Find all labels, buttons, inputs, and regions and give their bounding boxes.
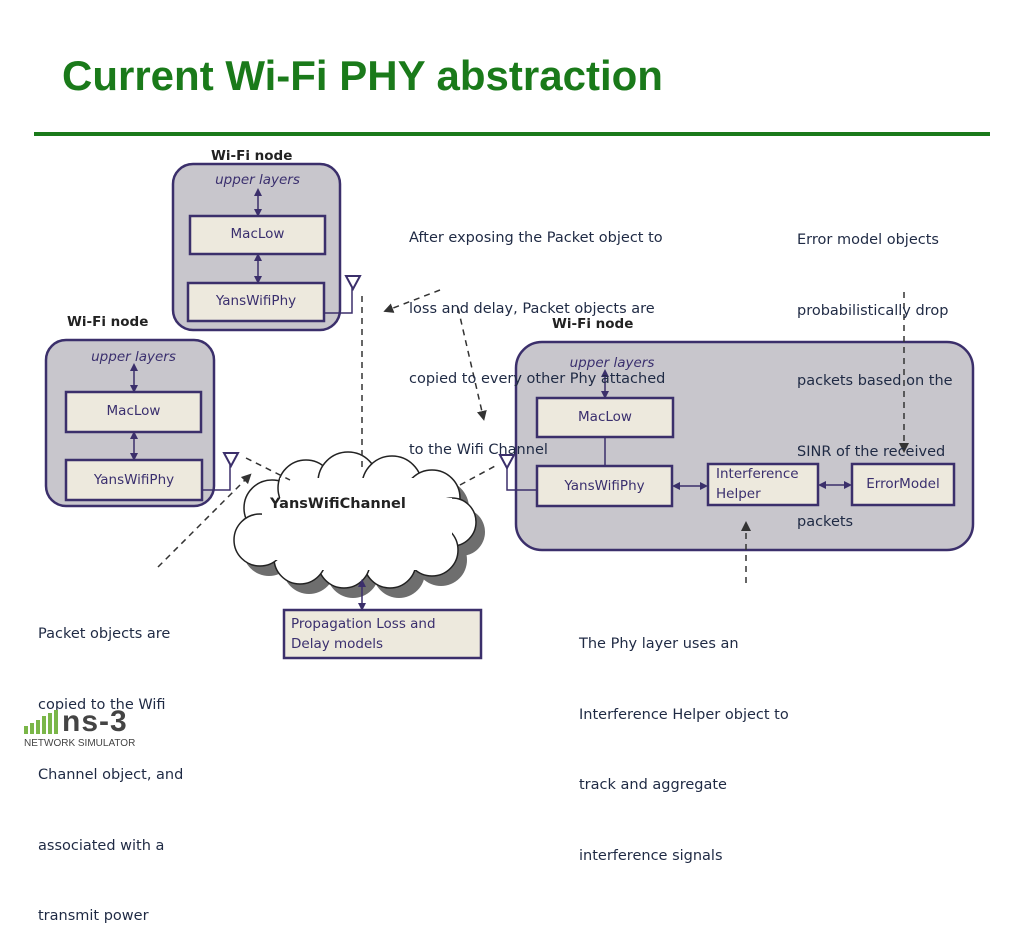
interference-helper: Interference Helper: [716, 464, 799, 504]
node-label-top: Wi-Fi node: [211, 148, 293, 164]
maclow-top: MacLow: [230, 226, 285, 242]
note-line: Error model objects: [797, 232, 939, 248]
dashed-connectors: [157, 289, 909, 583]
note-line: After exposing the Packet object to: [409, 230, 663, 246]
slide-title: Current Wi-Fi PHY abstraction: [62, 52, 663, 99]
note-line: to the Wifi Channel: [409, 441, 548, 458]
upper-layers-right: upper layers: [569, 355, 655, 371]
interference-helper-line1: Interference: [716, 466, 799, 482]
propagation-box: [282, 579, 483, 660]
note-line: Interference Helper object to: [579, 706, 789, 723]
note-interference: The Phy layer uses an Interference Helpe…: [579, 586, 789, 892]
channel-cloud: [233, 451, 485, 598]
yanswifiphy-top: YansWifiPhy: [215, 293, 297, 309]
channel-label: YansWifiChannel: [270, 496, 406, 512]
ns3-logo: ns-3: [62, 705, 128, 738]
note-line: probabilistically drop: [797, 302, 949, 319]
note-line: SINR of the received: [797, 443, 946, 460]
propagation-line2: Delay models: [291, 636, 384, 652]
note-line: Packet objects are: [38, 626, 171, 642]
wifi-node-left: [44, 338, 240, 508]
node-label-left: Wi-Fi node: [67, 314, 149, 330]
note-line: packets: [797, 514, 854, 530]
note-copy-to-phy: After exposing the Packet object to loss…: [409, 180, 665, 486]
signal-bars-icon: [24, 710, 58, 734]
phy-abstraction-diagram: [44, 162, 975, 660]
maclow-right: MacLow: [578, 409, 632, 425]
note-line: associated with a: [38, 837, 165, 854]
yanswifiphy-left: YansWifiPhy: [93, 472, 175, 488]
wifi-node-right: [498, 340, 975, 552]
note-line: transmit power: [38, 908, 149, 924]
node-label-right: Wi-Fi node: [552, 316, 634, 332]
note-line: loss and delay, Packet objects are: [409, 300, 655, 317]
upper-layers-left: upper layers: [91, 349, 176, 365]
error-model: ErrorModel: [866, 476, 940, 492]
maclow-left: MacLow: [106, 403, 161, 419]
wifi-node-top: [171, 162, 362, 332]
interference-helper-line2: Helper: [716, 486, 761, 502]
note-line: track and aggregate: [579, 777, 727, 793]
yanswifiphy-right: YansWifiPhy: [564, 478, 645, 494]
upper-layers-top: upper layers: [215, 172, 300, 188]
note-copy-to-channel: Packet objects are copied to the Wifi Ch…: [38, 576, 183, 952]
note-line: copied to every other Phy attached: [409, 371, 666, 387]
note-line: The Phy layer uses an: [579, 636, 739, 652]
propagation-line1: Propagation Loss and: [291, 616, 436, 632]
note-line: interference signals: [579, 847, 723, 864]
note-error-model: Error model objects probabilistically dr…: [797, 182, 953, 558]
title-divider: [34, 132, 990, 136]
propagation-label: Propagation Loss and Delay models: [291, 614, 436, 654]
note-line: copied to the Wifi: [38, 696, 166, 713]
note-line: packets based on the: [797, 373, 953, 389]
ns3-logo-subtitle: NETWORK SIMULATOR: [24, 738, 136, 749]
